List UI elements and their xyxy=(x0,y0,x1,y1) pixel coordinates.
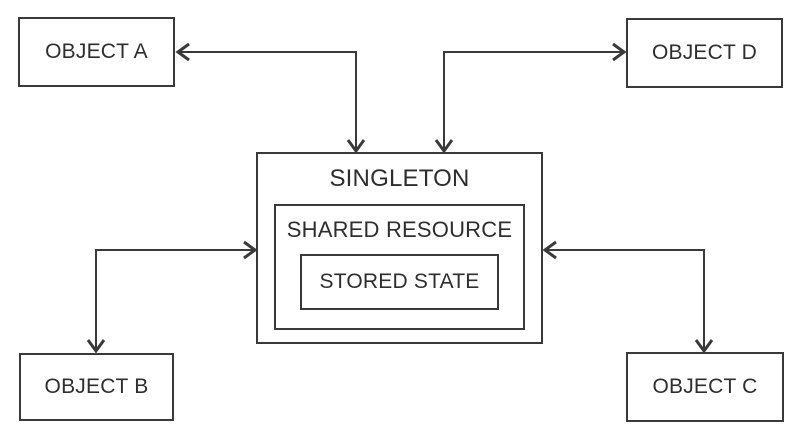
node-shared-resource-label: SHARED RESOURCE xyxy=(286,217,513,242)
arrowhead-right-icon xyxy=(612,42,627,62)
arrow-singleton-object-d xyxy=(434,42,627,154)
node-object-d: OBJECT D xyxy=(626,18,783,88)
arrowhead-down-icon xyxy=(694,339,714,354)
arrowhead-left-icon xyxy=(542,240,557,260)
node-object-d-label: OBJECT D xyxy=(651,41,758,64)
arrow-singleton-object-c xyxy=(542,240,714,354)
node-stored-state: STORED STATE xyxy=(300,254,499,310)
arrowhead-down-icon xyxy=(434,139,454,154)
node-object-c-label: OBJECT C xyxy=(652,375,758,398)
arrow-singleton-object-b xyxy=(86,240,258,354)
node-object-b-label: OBJECT B xyxy=(44,375,149,398)
node-object-c: OBJECT C xyxy=(626,352,784,422)
arrowhead-right-icon xyxy=(243,240,258,260)
node-singleton: SINGLETON SHARED RESOURCE STORED STATE xyxy=(256,152,543,344)
node-object-b: OBJECT B xyxy=(19,353,174,421)
arrowhead-down-icon xyxy=(86,339,106,354)
arrowhead-down-icon xyxy=(346,139,366,154)
node-stored-state-label: STORED STATE xyxy=(319,270,480,293)
arrow-object-a-singleton xyxy=(175,42,366,154)
arrowhead-left-icon xyxy=(175,42,190,62)
node-object-a-label: OBJECT A xyxy=(45,40,148,63)
node-singleton-label: SINGLETON xyxy=(329,165,470,192)
node-shared-resource: SHARED RESOURCE STORED STATE xyxy=(274,204,525,330)
node-object-a: OBJECT A xyxy=(18,17,175,87)
